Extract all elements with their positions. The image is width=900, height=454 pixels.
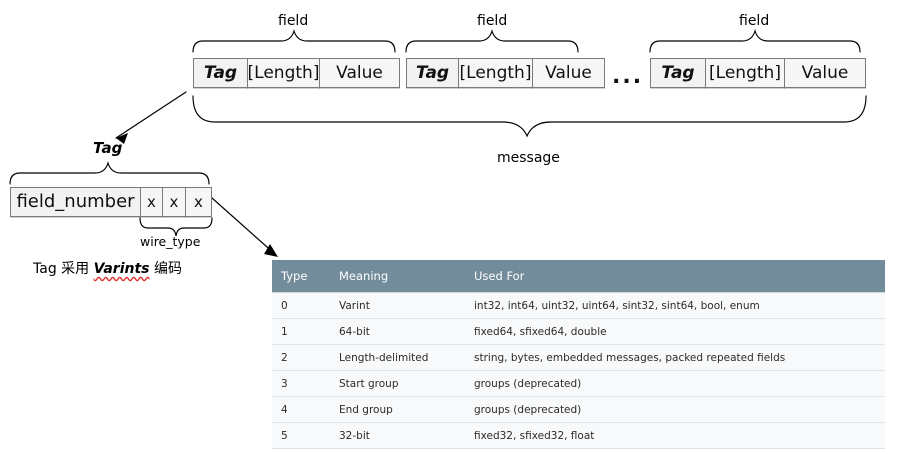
- field-2-length-cell: [Length]: [458, 58, 533, 88]
- varints-note: Tag 采用 Varints 编码: [33, 262, 182, 276]
- cell-type: 5: [272, 422, 339, 449]
- wire-type-table-head: Type Meaning Used For: [272, 260, 885, 293]
- cell-meaning: 32-bit: [339, 422, 474, 449]
- wire-type-bit-2: x: [162, 187, 186, 217]
- cell-meaning: 64-bit: [339, 318, 474, 345]
- varints-note-emphasis: Varints: [93, 261, 150, 277]
- brace-field-2: [405, 29, 579, 53]
- brace-field-1: [192, 29, 396, 53]
- column-header-meaning: Meaning: [339, 260, 474, 293]
- table-row: 5 32-bit fixed32, sfixed32, float: [272, 422, 885, 449]
- brace-field-3: [649, 29, 861, 53]
- wire-type-label: wire_type: [140, 234, 201, 249]
- tag-breakdown-label: Tag: [93, 139, 123, 157]
- cell-type: 4: [272, 396, 339, 423]
- column-header-used-for: Used For: [474, 260, 885, 293]
- field-2-tag-cell: Tag: [406, 58, 459, 88]
- column-header-type: Type: [272, 260, 339, 293]
- brace-message: [192, 95, 867, 138]
- field-ellipsis: ...: [612, 64, 644, 89]
- field-label-1: field: [278, 13, 309, 29]
- cell-meaning: Length-delimited: [339, 344, 474, 371]
- cell-used-for: fixed32, sfixed32, float: [474, 422, 885, 449]
- arrow-wire-type-table: [211, 197, 277, 256]
- table-row: 0 Varint int32, int64, uint32, uint64, s…: [272, 292, 885, 319]
- varints-note-prefix: Tag: [33, 261, 62, 277]
- varints-note-cn-before: 采用: [61, 261, 90, 277]
- field-number-cell: field_number: [10, 187, 141, 217]
- cell-meaning: End group: [339, 396, 474, 423]
- cell-used-for: string, bytes, embedded messages, packed…: [474, 344, 885, 371]
- wire-type-bit-1: x: [140, 187, 163, 217]
- field-1-tag-cell: Tag: [193, 58, 248, 88]
- cell-used-for: groups (deprecated): [474, 370, 885, 397]
- table-row: 4 End group groups (deprecated): [272, 396, 885, 423]
- varints-note-cn-after: 编码: [153, 261, 182, 277]
- field-3-value-cell: Value: [784, 58, 866, 88]
- table-row: 3 Start group groups (deprecated): [272, 370, 885, 397]
- field-label-2: field: [477, 13, 508, 29]
- cell-type: 2: [272, 344, 339, 371]
- table-row: 1 64-bit fixed64, sfixed64, double: [272, 318, 885, 345]
- brace-tag-breakdown: [9, 161, 210, 185]
- cell-meaning: Start group: [339, 370, 474, 397]
- field-label-3: field: [739, 13, 770, 29]
- cell-type: 3: [272, 370, 339, 397]
- arrow-tag: [115, 91, 187, 139]
- table-header-row: Type Meaning Used For: [272, 260, 885, 293]
- cell-type: 1: [272, 318, 339, 345]
- arrow-wire-type-table-head: [264, 244, 278, 257]
- field-2-value-cell: Value: [532, 58, 605, 88]
- cell-meaning: Varint: [339, 292, 474, 319]
- field-1-value-cell: Value: [319, 58, 400, 88]
- cell-used-for: groups (deprecated): [474, 396, 885, 423]
- wire-type-table-body: 0 Varint int32, int64, uint32, uint64, s…: [272, 292, 885, 449]
- cell-type: 0: [272, 292, 339, 319]
- cell-used-for: int32, int64, uint32, uint64, sint32, si…: [474, 292, 885, 319]
- wire-type-bit-3: x: [185, 187, 212, 217]
- cell-used-for: fixed64, sfixed64, double: [474, 318, 885, 345]
- field-3-tag-cell: Tag: [650, 58, 706, 88]
- table-row: 2 Length-delimited string, bytes, embedd…: [272, 344, 885, 371]
- message-label: message: [497, 150, 560, 166]
- wire-type-table: Type Meaning Used For 0 Varint int32, in…: [272, 260, 885, 449]
- field-1-length-cell: [Length]: [247, 58, 320, 88]
- field-3-length-cell: [Length]: [705, 58, 785, 88]
